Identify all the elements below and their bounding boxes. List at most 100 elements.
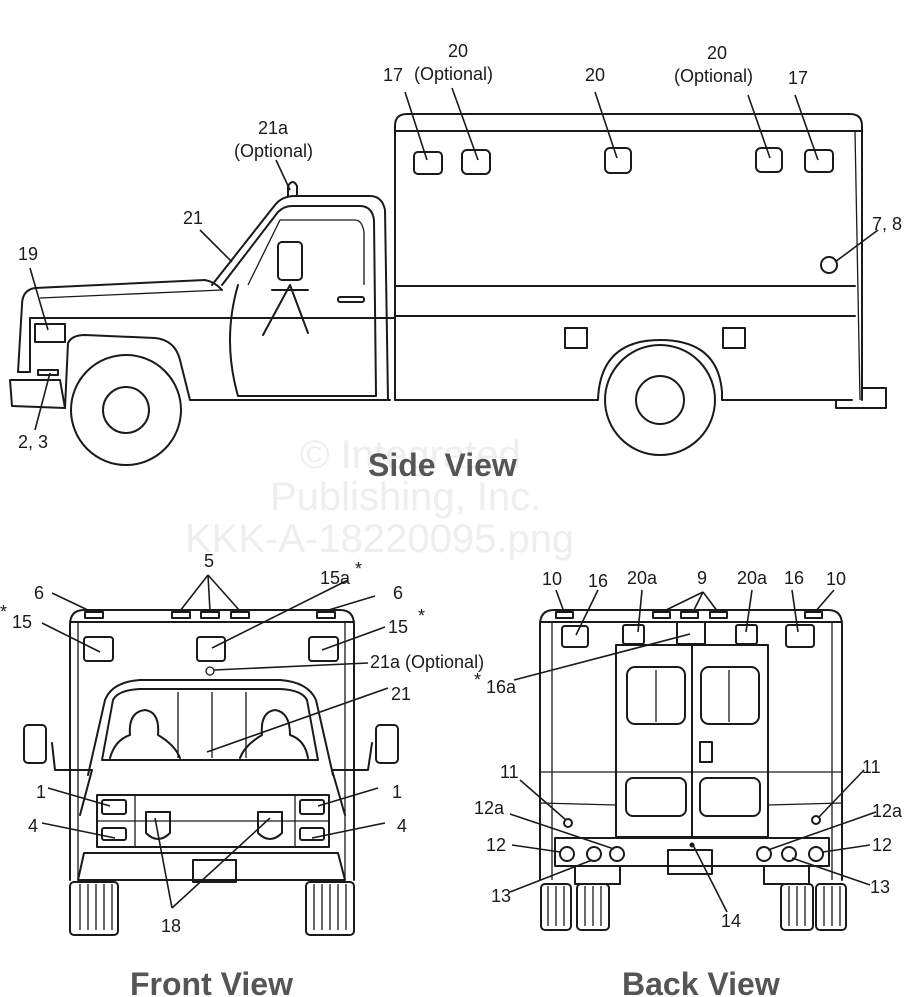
label-12-left: 12 [486,835,506,855]
light-9-c [709,611,728,619]
light-5-a [171,611,191,619]
rear-license-plate [667,849,713,875]
label-10-right: 10 [826,569,846,589]
light-4-right [299,827,325,841]
label-1-right: 1 [392,782,402,802]
back-view: 10 16 20a 9 20a 16 10 * 16a 11 11 12a 12… [474,568,903,997]
label-20-left: 20 [448,41,468,61]
label-4-right: 4 [397,816,407,836]
label-14: 14 [721,911,741,931]
back-view-title: Back View [622,966,780,997]
front-bumper [9,379,66,409]
label-20a-left: 20a [627,568,658,588]
light-16-left [561,625,589,648]
light-1-left [101,799,127,815]
label-10-left: 10 [542,569,562,589]
label-16-left: 16 [588,571,608,591]
front-tires-left [69,881,119,936]
rear-tire-tread [547,886,841,926]
front-bumper-front [77,852,346,881]
light-17-left [413,151,443,175]
light-2-3 [37,369,59,376]
light-19 [34,323,66,343]
light-4-left [101,827,127,841]
label-11-right: 11 [862,757,881,777]
mirror-bracket-left [51,742,93,816]
light-13-left [586,846,602,862]
light-20-left-optional [461,149,491,175]
label-12a-right: 12a [872,801,903,821]
side-marker-left [564,327,588,349]
label-2-3: 2, 3 [18,432,48,452]
label-1-left: 1 [36,782,46,802]
side-leaders [29,87,879,431]
light-9-a [652,611,671,619]
front-tires-right [305,881,355,936]
seat-left [109,709,181,759]
light-1-right [299,799,325,815]
label-6-left: 6 [34,583,44,603]
rear-door-handle [699,741,713,763]
light-9-b [680,611,699,619]
box-rear-edge [854,130,861,401]
label-20a-right: 20a [737,568,768,588]
label-4-left: 4 [28,816,38,836]
label-5: 5 [204,551,214,571]
door-window [247,219,365,286]
front-view: 5 6 6 15a * * 15 15 * 21a (Optional) 21 … [0,551,484,997]
fender [64,334,391,409]
light-6-right [316,611,336,619]
light-20a-left [622,624,645,645]
light-12-right [808,846,824,862]
watermark: © Integrated Publishing, Inc. KKK-A-1822… [185,433,574,561]
label-21a-optional: (Optional) [234,141,313,161]
cab-door [229,284,377,397]
label-15-left: 15 [12,612,32,632]
light-20-mid [604,147,632,174]
front-wheel-tire [70,354,182,466]
front-windshield [101,688,319,761]
headlight-18-right [257,811,283,840]
mudflap-left [574,865,621,885]
rear-wheel-tire [604,344,716,456]
mudflap-right [763,865,810,885]
label-7-8: 7, 8 [872,214,902,234]
rear-window-left [626,666,686,725]
light-21a-front [205,666,215,676]
mirror-arms [262,284,309,336]
rear-door-panel-right [699,777,761,817]
grille-mesh [97,795,329,847]
light-5-c [230,611,250,619]
front-box-outline [69,609,355,881]
label-21-front: 21 [391,684,411,704]
watermark-line-1: © Integrated [300,433,521,477]
box-lower-edge [394,339,853,401]
label-15a-asterisk: * [355,559,362,579]
side-mirror [277,241,303,281]
hood-crease [39,289,223,299]
mirror-left [23,724,47,764]
light-16a [676,621,706,645]
light-16-right [785,624,815,648]
cab-roof [211,195,389,401]
light-5-b [200,611,220,619]
light-20-right-optional [755,147,783,173]
light-11-right [811,815,821,825]
light-6-left [84,611,104,619]
back-leaders [509,589,877,913]
label-17-right: 17 [788,68,808,88]
rear-tire-right-outer [815,883,847,931]
label-21a: 21a [258,118,289,138]
label-20-right: 20 [707,43,727,63]
label-15-right: 15 [388,617,408,637]
box-body-outline [394,113,863,401]
side-view-title: Side View [368,447,517,483]
door-handle [337,296,365,303]
light-15-left [83,636,114,662]
label-6-right: 6 [393,583,403,603]
light-11-left [563,818,573,828]
label-13-left: 13 [491,886,511,906]
hood [21,279,223,306]
rear-door-panel-left [625,777,687,817]
